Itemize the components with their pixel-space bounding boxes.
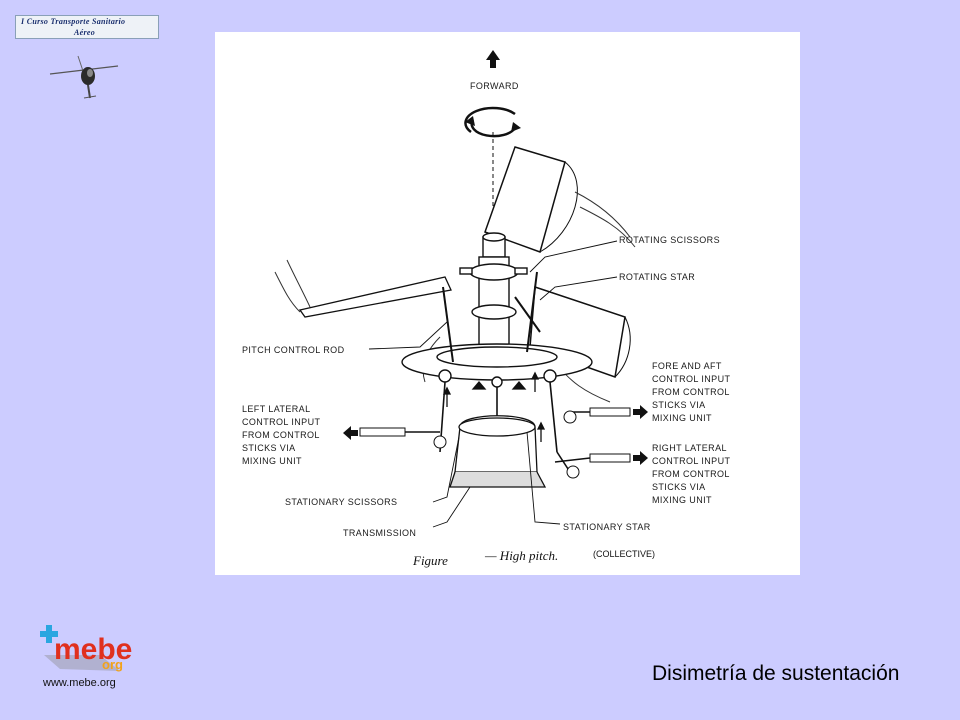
label-right-lateral-1: RIGHT LATERAL <box>652 443 727 453</box>
label-left-lateral-4: STICKS VIA <box>242 443 296 453</box>
right-arrow-icon <box>633 451 648 465</box>
label-right-lateral-4: STICKS VIA <box>652 482 706 492</box>
label-fore-aft-1: FORE AND AFT <box>652 361 722 371</box>
transmission-housing <box>449 415 547 488</box>
course-badge: I Curso Transporte Sanitario Aéreo <box>15 15 159 39</box>
label-left-lateral-1: LEFT LATERAL <box>242 404 311 414</box>
slide-title: Disimetría de sustentación <box>652 662 900 685</box>
label-fore-aft-4: STICKS VIA <box>652 400 706 410</box>
up-arrows-icon <box>442 371 546 442</box>
course-badge-line2: Aéreo <box>74 28 96 37</box>
caption-figure-word: Figure <box>412 553 448 568</box>
pitch-rods <box>442 271 541 363</box>
rotor-mast <box>459 232 528 348</box>
fore-aft-control-input <box>563 405 648 424</box>
mebe-logo: mebe org <box>40 625 132 672</box>
label-fore-aft-5: MIXING UNIT <box>652 413 712 423</box>
right-lateral-control-input <box>554 451 648 479</box>
label-fore-aft-2: CONTROL INPUT <box>652 374 730 384</box>
mebe-logo-text: mebe <box>54 633 132 666</box>
leader-lines <box>368 240 618 528</box>
label-stationary-star: STATIONARY STAR <box>563 522 651 532</box>
course-badge-line1: I Curso Transporte Sanitario <box>21 17 126 26</box>
label-right-lateral-2: CONTROL INPUT <box>652 456 730 466</box>
label-rotating-star: ROTATING STAR <box>619 272 695 282</box>
helicopter-icon <box>49 55 119 99</box>
mebe-url: www.mebe.org <box>43 677 116 689</box>
label-left-lateral-2: CONTROL INPUT <box>242 417 320 427</box>
left-control-input <box>343 426 447 449</box>
left-arrow-icon <box>343 426 358 440</box>
label-transmission: TRANSMISSION <box>343 528 416 538</box>
swashplate <box>401 343 593 388</box>
forward-arrow-icon <box>486 50 500 68</box>
caption-title: — High pitch. <box>484 548 558 563</box>
upper-rotor-blade <box>484 146 636 253</box>
label-left-lateral-3: FROM CONTROL <box>242 430 320 440</box>
label-rotating-scissors: ROTATING SCISSORS <box>619 235 720 245</box>
label-left-lateral-5: MIXING UNIT <box>242 456 302 466</box>
mebe-logo-suffix: org <box>102 657 123 672</box>
right-rotor-blade <box>529 285 631 403</box>
label-pitch-control-rod: PITCH CONTROL ROD <box>242 345 345 355</box>
right-arrow-icon <box>633 405 648 419</box>
label-right-lateral-5: MIXING UNIT <box>652 495 712 505</box>
label-fore-aft-3: FROM CONTROL <box>652 387 730 397</box>
rotation-arrow-icon <box>464 106 517 138</box>
label-forward: FORWARD <box>470 81 519 91</box>
caption-note: (COLLECTIVE) <box>593 549 655 559</box>
label-stationary-scissors: STATIONARY SCISSORS <box>285 497 397 507</box>
label-right-lateral-3: FROM CONTROL <box>652 469 730 479</box>
rotor-head-diagram: FORWARD <box>215 32 800 575</box>
